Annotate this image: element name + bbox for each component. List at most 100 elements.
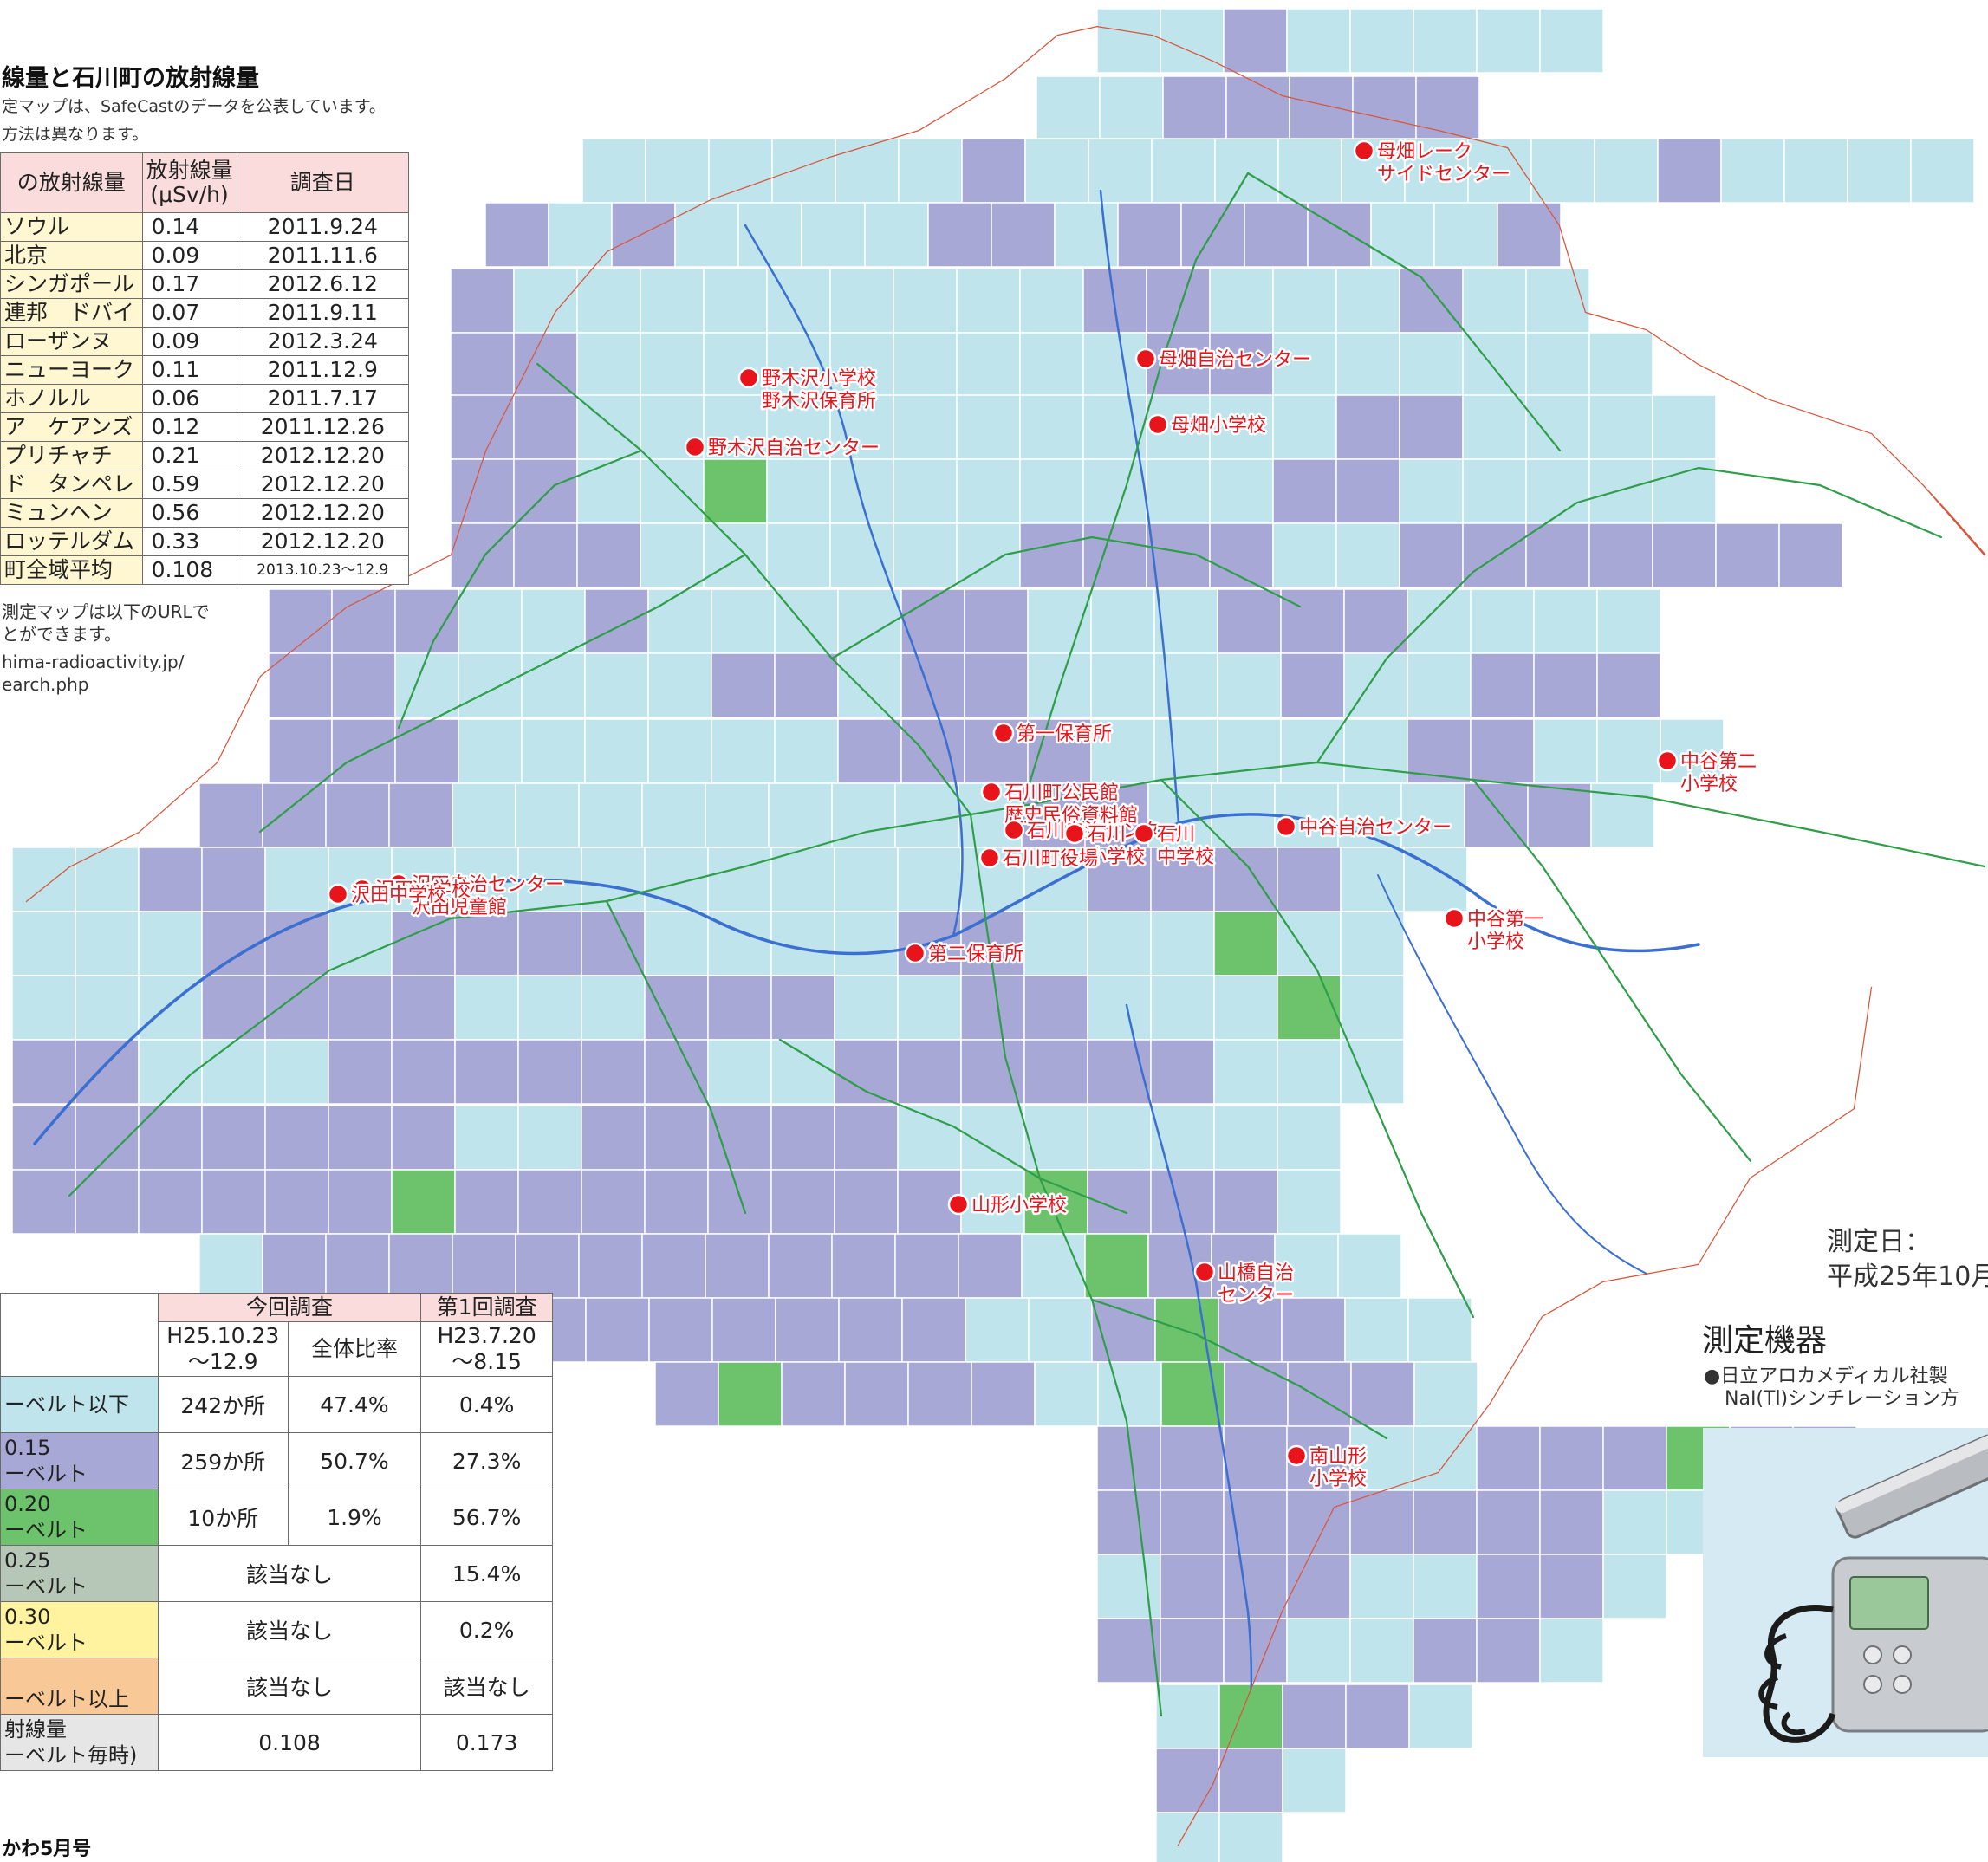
grid-cell [774,588,839,654]
grid-cell [893,394,958,460]
grid-cell [1602,1489,1667,1555]
grid-cell [328,911,393,976]
grid-cell [1282,1684,1347,1749]
place-label: 野木沢自治センター [708,438,880,459]
dose-value: 0.56 [141,498,237,528]
grid-cell [1096,1618,1161,1684]
grid-cell [201,1105,266,1171]
grid-cell [703,522,768,588]
road [830,535,1302,660]
grid-cell [991,202,1056,268]
grid-cell [1602,1425,1667,1491]
grid-cell [1027,718,1092,784]
grid-cell [835,138,900,204]
city-name: ニューヨーク [0,355,143,385]
level-label-line1: 0.30 [4,1605,51,1629]
grid-cell [581,1169,646,1235]
url-line1[interactable]: hima-radioactivity.jp/ [2,652,185,672]
grid-cell [1413,8,1478,74]
grid-cell [1146,332,1211,398]
grid-cell [581,975,646,1041]
grid-cell [1036,75,1101,141]
place-label: 第二保育所 [928,944,1023,965]
marker-dot [1003,819,1025,841]
grid-cell [521,652,586,718]
grid-cell [201,847,266,912]
first-survey-value: 0.173 [420,1714,553,1771]
grid-cell [1413,1554,1478,1619]
grid-cell [1088,138,1153,204]
grid-cell [1272,394,1337,460]
grid-cell [834,1105,899,1171]
grid-cell [901,1297,966,1363]
grid-cell [775,1297,840,1363]
dose-value: 0.06 [141,384,237,413]
grid-cell [1091,1297,1156,1363]
grid-cell [907,1361,972,1427]
place-label: 沢田自治センター [412,874,564,896]
grid-cell [1286,1618,1351,1684]
grid-cell [1155,1748,1220,1813]
place-label-line2: 小学校 [1680,774,1738,795]
grid-cell [703,332,768,398]
grid-cell [576,268,641,334]
survey-date: 2012.12.20 [236,527,410,556]
grid-cell [513,268,578,334]
grid-cell [584,588,649,654]
grid-cell [1223,8,1288,74]
grid-cell [1287,1361,1352,1427]
survey-date: 2012.12.20 [236,441,410,470]
grid-cell [1847,138,1912,204]
grid-cell [1096,1489,1161,1555]
road [1316,466,1943,764]
grid-cell [201,1169,266,1235]
grid-cell [1343,588,1408,654]
city-name: ソウル [0,212,143,242]
grid-cell [452,782,516,848]
grid-cell [893,458,958,524]
grid-cell [1096,1554,1161,1619]
survey-date: 2011.9.11 [236,298,410,328]
grid-cell [956,268,1021,334]
marker-dot [1063,822,1086,845]
sub-ratio: 全体比率 [287,1321,422,1377]
grid-cell [576,458,641,524]
grid-cell [264,1105,329,1171]
grid-cell [517,1169,582,1235]
grid-cell [450,332,515,398]
grid-cell [1652,522,1717,588]
grid-cell [1525,268,1590,334]
grid-cell [578,782,643,848]
grid-cell [1180,202,1245,268]
grid-cell [711,588,776,654]
dose-level-table: 今回調査 第1回調査 H25.10.23 ～12.9 全体比率 H23.7.20… [0,1293,553,1771]
grid-cell [647,588,712,654]
survey-date: 2011.12.9 [236,355,410,385]
place-marker: 第二保育所 [904,942,1026,968]
city-name: シンガポール [0,269,143,299]
grid-cell [1160,1489,1225,1555]
grid-cell [1343,718,1408,784]
grid-cell [1282,1748,1347,1813]
grid-cell [391,1169,456,1235]
marker-dot [1193,1261,1216,1283]
grid-cell [1280,588,1345,654]
grid-cell [927,202,992,268]
url-line2[interactable]: earch.php [2,674,89,695]
current-value: 該当なし [157,1545,422,1602]
grid-cell [1217,652,1282,718]
grid-cell [1209,394,1274,460]
grid-cell [1349,1489,1414,1555]
road [68,761,1986,1197]
dose-value: 0.09 [141,327,237,356]
grid-cell [1525,522,1590,588]
grid-cell [1530,138,1595,204]
grid-cell [198,782,263,848]
